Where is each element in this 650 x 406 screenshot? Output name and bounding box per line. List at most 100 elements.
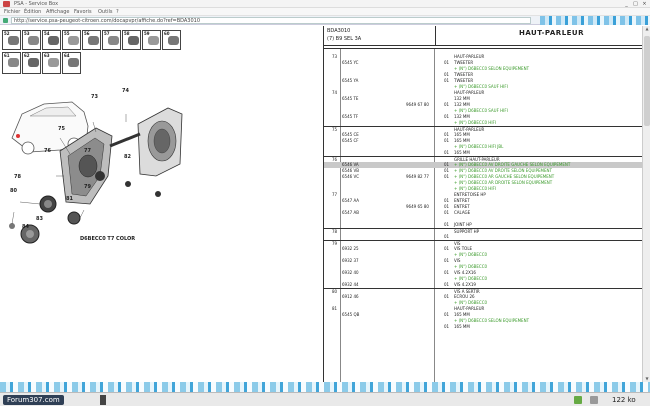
table-row[interactable]: + (N°) D6BECC0 HIFI [324, 186, 642, 192]
table-row[interactable]: + (N°) D6BECC0 SAUF HIFI [324, 84, 642, 90]
callout-76[interactable]: 76 [44, 148, 51, 154]
table-row[interactable]: + (N°) D6BECC0 [324, 300, 642, 306]
table-row[interactable]: + (N°) D6BECC0 [324, 264, 642, 270]
cell-c4: 01 [444, 210, 450, 215]
part-thumbnail-53[interactable]: 53 [22, 30, 41, 50]
callout-77[interactable]: 77 [84, 148, 91, 154]
callout-79[interactable]: 79 [84, 184, 91, 190]
cell-c1: 79 [332, 241, 338, 246]
cell-c5: JOINT HP [454, 222, 472, 227]
table-row[interactable] [324, 48, 642, 54]
table-row[interactable]: + (N°) D6BECC0 [324, 252, 642, 258]
minimize-button[interactable]: _ [625, 1, 628, 7]
part-thumbnail-56[interactable]: 56 [82, 30, 101, 50]
part-thumbnail-52[interactable]: 52 [2, 30, 21, 50]
part-icon [148, 36, 159, 45]
table-row[interactable]: + (N°) D6BECC0 HIFI [324, 120, 642, 126]
cell-c1: 81 [332, 306, 338, 311]
table-row[interactable]: + (N°) D6BECC0 SELON EQUIPEMENT [324, 318, 642, 324]
menu-file[interactable]: Fichier [4, 9, 21, 15]
table-row[interactable]: + (N°) D6BECC0 HIFI JBL [324, 144, 642, 150]
part-thumbnail-63[interactable]: 63 [42, 52, 61, 74]
table-row[interactable]: 01 [324, 234, 642, 240]
scrollbar-thumb[interactable] [644, 36, 650, 126]
url-field[interactable]: http://service.psa-peugeot-citroen.com/d… [11, 17, 531, 24]
table-row[interactable]: + (N°) D6BECC0 [324, 276, 642, 282]
callout-82[interactable]: 82 [124, 154, 131, 160]
part-thumbnail-54[interactable]: 54 [42, 30, 61, 50]
callout-73[interactable]: 73 [91, 94, 98, 100]
cell-c1: 75 [332, 127, 338, 132]
scroll-up-icon[interactable]: ▲ [645, 26, 649, 31]
maximize-button[interactable]: □ [633, 1, 638, 7]
diagram-caption: D6BECC0 T7 COLOR [80, 236, 136, 242]
part-thumbnail-57[interactable]: 57 [102, 30, 121, 50]
part-thumbnail-60[interactable]: 60 [162, 30, 181, 50]
menu-favorites[interactable]: Favoris [74, 9, 92, 15]
menu-tools[interactable]: Outils [98, 9, 113, 15]
cell-c4: 01 [444, 324, 450, 329]
menu-help[interactable]: ? [116, 9, 119, 15]
part-thumbnail-58[interactable]: 58 [122, 30, 141, 50]
leader-lines [11, 114, 127, 225]
callout-81[interactable]: 81 [66, 196, 73, 202]
door-trim-panel [59, 127, 113, 205]
table-row[interactable]: + (N°) D6BECC0 SAUF HIFI [324, 108, 642, 114]
tray-network-icon[interactable] [574, 396, 582, 404]
part-thumbnail-61[interactable]: 61 [2, 52, 21, 74]
part-thumbnail-64[interactable]: 64 [62, 52, 81, 74]
part-thumbnail-62[interactable]: 62 [22, 52, 41, 74]
callout-78[interactable]: 78 [14, 174, 21, 180]
cell-c4: 01 [444, 114, 450, 119]
close-button[interactable]: × [642, 1, 647, 7]
callout-83[interactable]: 83 [36, 216, 43, 222]
callout-84[interactable]: 84 [22, 224, 29, 230]
vertical-scrollbar[interactable]: ▲ ▼ [642, 26, 650, 382]
menu-edit[interactable]: Édition [24, 9, 42, 15]
scroll-down-icon[interactable]: ▼ [645, 376, 649, 381]
callout-74[interactable]: 74 [122, 88, 129, 94]
part-thumbnail-55[interactable]: 55 [62, 30, 81, 50]
menu-view[interactable]: Affichage [46, 9, 70, 15]
table-row[interactable]: + (N°) D6BECC0 SELON EQUIPEMENT [324, 66, 642, 72]
callout-80[interactable]: 80 [10, 188, 17, 194]
cell-c2: 6546 VC [342, 174, 359, 179]
part-thumbnail-59[interactable]: 59 [142, 30, 161, 50]
callout-75[interactable]: 75 [58, 126, 65, 132]
part-number: 52 [4, 31, 10, 36]
table-row[interactable]: + (N°) D6BECC0 AR DROITE SELON EQUIPEMEN… [324, 180, 642, 186]
tray-volume-icon[interactable] [590, 396, 598, 404]
